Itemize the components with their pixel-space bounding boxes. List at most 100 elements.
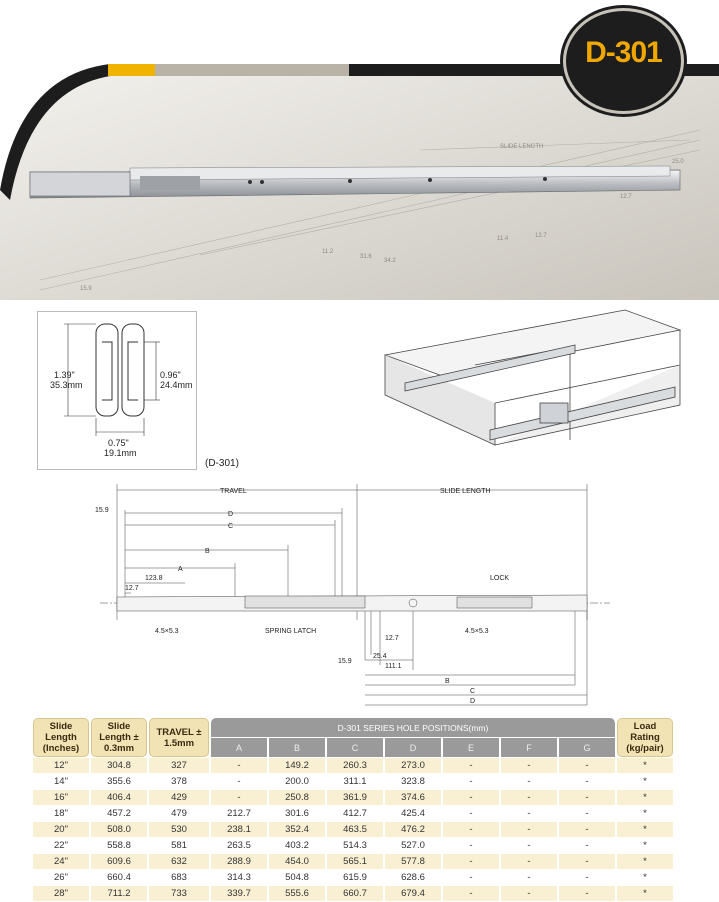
table-cell: - (211, 758, 267, 773)
installation-illustration (383, 309, 682, 446)
subheader-d: D (385, 738, 441, 757)
profile-width-mm: 19.1mm (104, 448, 137, 458)
table-cell: - (211, 774, 267, 789)
hero-banner: SLIDE LENGTH 25.0 12.7 11.4 12.7 11.2 31… (0, 64, 719, 300)
table-cell: 304.8 (91, 758, 147, 773)
table-cell: * (617, 886, 673, 901)
table-cell: - (501, 822, 557, 837)
svg-text:4.5×5.3: 4.5×5.3 (155, 628, 179, 635)
table-cell: 14" (33, 774, 89, 789)
table-cell: - (559, 870, 615, 885)
subheader-a: A (211, 738, 267, 757)
table-cell: 273.0 (385, 758, 441, 773)
table-cell: - (559, 886, 615, 901)
table-cell: * (617, 758, 673, 773)
table-cell: * (617, 822, 673, 837)
table-cell: - (443, 806, 499, 821)
subheader-c: C (327, 738, 383, 757)
table-cell: 323.8 (385, 774, 441, 789)
table-cell: 555.6 (269, 886, 325, 901)
svg-text:SLIDE LENGTH: SLIDE LENGTH (500, 144, 543, 150)
table-cell: 18" (33, 806, 89, 821)
table-cell: 577.8 (385, 854, 441, 869)
table-cell: - (443, 854, 499, 869)
svg-text:12.7: 12.7 (535, 233, 547, 239)
svg-text:31.6: 31.6 (360, 254, 372, 260)
svg-text:11.2: 11.2 (322, 249, 334, 255)
subheader-g: G (559, 738, 615, 757)
table-cell: - (501, 838, 557, 853)
table-cell: - (443, 790, 499, 805)
table-cell: 22" (33, 838, 89, 853)
table-cell: 263.5 (211, 838, 267, 853)
table-cell: 352.4 (269, 822, 325, 837)
table-cell: 733 (149, 886, 209, 901)
table-cell: 679.4 (385, 886, 441, 901)
table-cell: * (617, 870, 673, 885)
table-cell: 327 (149, 758, 209, 773)
table-cell: - (443, 838, 499, 853)
table-cell: 301.6 (269, 806, 325, 821)
table-cell: 711.2 (91, 886, 147, 901)
table-cell: 311.1 (327, 774, 383, 789)
table-cell: 530 (149, 822, 209, 837)
table-cell: - (559, 758, 615, 773)
table-cell: 632 (149, 854, 209, 869)
table-cell: - (501, 758, 557, 773)
table-cell: 454.0 (269, 854, 325, 869)
table-cell: 238.1 (211, 822, 267, 837)
table-cell: 149.2 (269, 758, 325, 773)
slide-rail-photo (29, 165, 681, 199)
profile-height-in: 1.39" (54, 370, 75, 380)
table-cell: 406.4 (91, 790, 147, 805)
table-cell: - (501, 870, 557, 885)
profile-section-box: 1.39" 35.3mm 0.96" 24.4mm 0.75" 19.1mm (37, 311, 197, 470)
profile-drawing (64, 323, 160, 436)
table-cell: 361.9 (327, 790, 383, 805)
spec-table: Slide Length (Inches) Slide Length ± 0.3… (31, 717, 675, 902)
subheader-b: B (269, 738, 325, 757)
table-cell: 425.4 (385, 806, 441, 821)
svg-text:C: C (228, 523, 233, 530)
table-cell: 508.0 (91, 822, 147, 837)
table-cell: 558.8 (91, 838, 147, 853)
model-caption: (D-301) (205, 458, 239, 469)
table-cell: - (559, 822, 615, 837)
table-cell: 412.7 (327, 806, 383, 821)
label-spring-latch: SPRING LATCH (265, 628, 316, 635)
svg-text:123.8: 123.8 (145, 575, 163, 582)
svg-text:15.9: 15.9 (80, 286, 92, 292)
table-cell: - (443, 774, 499, 789)
svg-text:B: B (445, 678, 450, 685)
table-cell: * (617, 854, 673, 869)
table-cell: 26" (33, 870, 89, 885)
table-cell: 374.6 (385, 790, 441, 805)
subheader-e: E (443, 738, 499, 757)
svg-text:12.7: 12.7 (620, 194, 632, 200)
table-cell: - (501, 886, 557, 901)
table-cell: 683 (149, 870, 209, 885)
table-cell: 476.2 (385, 822, 441, 837)
table-cell: 660.7 (327, 886, 383, 901)
table-cell: 288.9 (211, 854, 267, 869)
label-lock: LOCK (490, 575, 509, 582)
table-cell: 581 (149, 838, 209, 853)
table-cell: 615.9 (327, 870, 383, 885)
header-hole-positions: D-301 SERIES HOLE POSITIONS(mm) (211, 718, 615, 737)
table-cell: - (559, 774, 615, 789)
svg-text:15.9: 15.9 (338, 658, 352, 665)
table-cell: 339.7 (211, 886, 267, 901)
profile-height-mm: 35.3mm (50, 380, 83, 390)
svg-text:4.5×5.3: 4.5×5.3 (465, 628, 489, 635)
svg-text:D: D (228, 511, 233, 518)
subheader-f: F (501, 738, 557, 757)
table-cell: 429 (149, 790, 209, 805)
table-cell: - (501, 854, 557, 869)
table-cell: * (617, 838, 673, 853)
